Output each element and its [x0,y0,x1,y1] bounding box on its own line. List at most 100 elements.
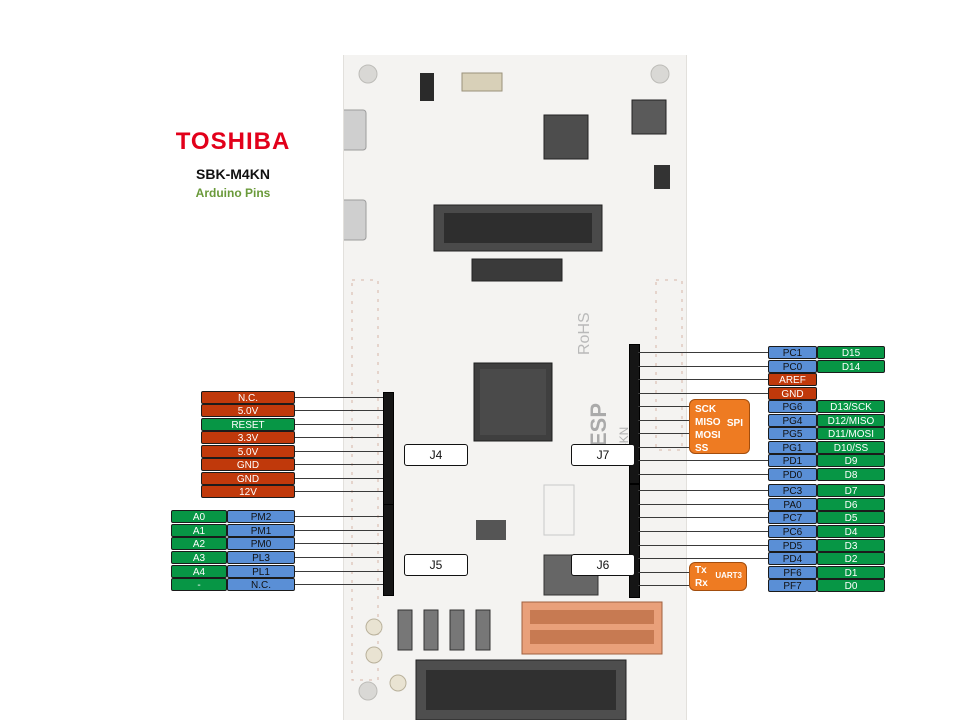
pin-wire [638,460,768,461]
analog-mcu-label: PM1 [227,524,295,537]
j6-mcu-label: PF7 [768,579,817,592]
j6-arduino-label: D3 [817,539,885,552]
j7-arduino-label: D15 [817,346,885,359]
pin-wire [295,437,383,438]
analog-arduino-label: A3 [171,551,227,564]
spi-signal-list: SCK MISO MOSI SS [695,403,721,455]
power-pin-label: 5.0V [201,445,295,458]
connector-label-j5: J5 [404,554,468,576]
j6-arduino-label: D0 [817,579,885,592]
power-pin-label: 5.0V [201,404,295,417]
header-j7 [629,344,640,484]
pin-wire [295,543,383,544]
pin-wire [638,585,689,586]
silkscreen-esp: ESP [586,403,611,447]
j7-arduino-label: D12/MISO [817,414,885,427]
j7-mcu-label: PG4 [768,414,817,427]
pin-wire [638,572,689,573]
mounting-hole-icon [358,681,378,701]
regulator-ic [543,114,589,160]
pin-wire [638,545,768,546]
small-header [471,258,563,282]
analog-mcu-label: PM2 [227,510,295,523]
power-pin-label: GND [201,458,295,471]
pin-wire [295,516,383,517]
pin-wire [638,379,768,380]
jumper [420,73,434,101]
j7-mcu-label: PD1 [768,454,817,467]
power-pin-label: 12V [201,485,295,498]
usb-connector-bottom [337,199,367,241]
pin-wire [638,474,768,475]
analog-arduino-label: A0 [171,510,227,523]
pin-wire [638,531,768,532]
spi-bus-group: SCK MISO MOSI SS SPI [689,399,750,454]
analog-mcu-label: PM0 [227,537,295,550]
uart-signal-tx: Tx [695,565,707,576]
pin-wire [638,504,768,505]
pin-wire [295,410,383,411]
j6-mcu-label: PC3 [768,484,817,497]
dip-switch [423,609,439,651]
j6-arduino-label: D2 [817,552,885,565]
j6-arduino-label: D1 [817,566,885,579]
analog-arduino-label: A4 [171,565,227,578]
pin-wire [638,490,768,491]
j7-mcu-label: PG1 [768,441,817,454]
j7-mcu-label: PG6 [768,400,817,413]
analog-mcu-label: N.C. [227,578,295,591]
dip-switch [475,609,491,651]
j7-arduino-label: D13/SCK [817,400,885,413]
pin-wire [295,397,383,398]
pin-wire [638,517,768,518]
pin-wire [295,464,383,465]
header-j6 [629,484,640,598]
dip-switch [449,609,465,651]
small-ic [476,520,506,540]
left-outer-pin-row [351,279,379,681]
small-ic [654,165,670,189]
uart-bus-label: UART3 [715,571,742,580]
right-outer-pin-row [655,279,683,451]
j6-arduino-label: D7 [817,484,885,497]
push-button-icon [365,646,383,664]
j7-mcu-label: AREF [768,373,817,386]
pin-wire [295,491,383,492]
spi-signal-mosi: MOSI [695,430,721,441]
j6-arduino-label: D6 [817,498,885,511]
pin-wire [638,558,768,559]
spi-signal-sck: SCK [695,404,717,415]
diagram-subtitle: Arduino Pins [195,186,271,200]
push-button-icon [365,618,383,636]
usb-connector-top [337,109,367,151]
pin-wire [638,393,768,394]
j7-mcu-label: GND [768,387,817,400]
pin-wire [295,557,383,558]
j7-arduino-label: D8 [817,468,885,481]
slide-switch [461,72,503,92]
j7-mcu-label: PC0 [768,360,817,373]
pin-wire [295,584,383,585]
j7-arduino-label: D9 [817,454,885,467]
pin-wire [295,478,383,479]
pin-wire [638,352,768,353]
spi-signal-ss: SS [695,443,709,454]
power-pin-label: N.C. [201,391,295,404]
brand-logo: TOSHIBA [175,128,291,155]
mounting-hole-icon [650,64,670,84]
j7-arduino-label: D10/SS [817,441,885,454]
analog-arduino-label: - [171,578,227,591]
analog-arduino-label: A2 [171,537,227,550]
connector-label-j7: J7 [571,444,635,466]
uart-signal-list: Tx Rx [695,564,708,590]
power-ic [631,99,667,135]
push-button-icon [389,674,407,692]
pin-wire [295,424,383,425]
led-array [543,484,575,536]
spi-signal-miso: MISO [695,417,721,428]
analog-arduino-label: A1 [171,524,227,537]
header-j5 [383,504,394,596]
silkscreen-rohs: RoHS [576,312,593,355]
power-pin-label: GND [201,472,295,485]
connector-label-j4: J4 [404,444,468,466]
